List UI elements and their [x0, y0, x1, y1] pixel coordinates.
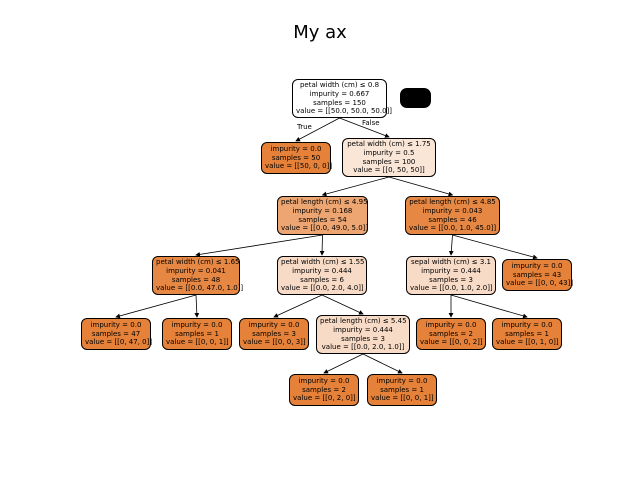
node-text-line: value = [[0.0, 2.0, 1.0]] — [321, 343, 405, 352]
tree-edge-n12-n15 — [323, 353, 364, 374]
node-text-line: value = [[0.0, 47.0, 1.0]] — [156, 284, 244, 293]
node-text-line: samples = 100 — [362, 157, 416, 166]
node-text-line: petal width (cm) ≤ 1.65 — [156, 258, 240, 267]
edge-label-false: False — [362, 119, 380, 127]
edge-label-true: True — [297, 123, 312, 131]
node-text-line: value = [[0.0, 2.0, 4.0]] — [281, 284, 364, 293]
tree-edge-n2-n4 — [388, 176, 454, 197]
node-text-line: petal width (cm) ≤ 0.8 — [299, 81, 380, 90]
node-text-line: value = [[0, 0, 2]] — [420, 338, 483, 347]
black-shape — [400, 88, 431, 108]
node-text-line: samples = 3 — [252, 329, 296, 338]
node-text-line: impurity = 0.041 — [166, 266, 226, 275]
node-text-line: value = [[50.0, 50.0, 50.0]] — [296, 107, 393, 116]
node-text-line: value = [[0.0, 1.0, 2.0]] — [410, 284, 493, 293]
node-text-line: samples = 1 — [380, 385, 424, 394]
node-text-line: impurity = 0.5 — [363, 148, 415, 157]
tree-edge-n12-n16 — [362, 353, 403, 374]
node-text-line: impurity = 0.0 — [90, 321, 142, 330]
node-text-line: impurity = 0.0 — [270, 145, 322, 154]
node-text-line: petal length (cm) ≤ 4.95 — [281, 198, 368, 207]
node-text-line: petal width (cm) ≤ 1.55 — [281, 258, 365, 267]
node-text-line: samples = 6 — [300, 275, 344, 284]
node-text-line: impurity = 0.0 — [425, 321, 477, 330]
node-text-line: impurity = 0.444 — [333, 325, 393, 334]
node-text-line: samples = 2 — [302, 385, 346, 394]
node-text-line: impurity = 0.0 — [511, 262, 563, 271]
node-text-line: impurity = 0.0 — [376, 377, 428, 386]
node-text-line: value = [[0, 0, 1]] — [166, 338, 229, 347]
tree-edge-n4-n8 — [452, 234, 538, 260]
node-text-line: impurity = 0.0 — [501, 321, 553, 330]
node-text-line: impurity = 0.168 — [292, 206, 353, 215]
node-text-line: impurity = 0.667 — [309, 89, 370, 98]
node-text-line: value = [[0, 50, 50]] — [353, 166, 425, 175]
node-text-line: samples = 43 — [512, 270, 562, 279]
node-text-line: samples = 1 — [505, 329, 549, 338]
node-text-line: impurity = 0.0 — [298, 377, 350, 386]
tree-edge-n6-n12 — [321, 294, 364, 315]
node-text-line: impurity = 0.444 — [292, 266, 352, 275]
tree-edge-n4-n7 — [448, 234, 454, 256]
node-text-line: samples = 3 — [429, 275, 473, 284]
node-text-line: impurity = 0.0 — [248, 321, 300, 330]
node-text-line: value = [[0, 47, 0]] — [85, 338, 153, 347]
node-text-line: petal width (cm) ≤ 1.75 — [347, 140, 431, 149]
node-text-line: impurity = 0.444 — [421, 266, 481, 275]
node-text-line: samples = 46 — [428, 215, 477, 224]
node-text-line: petal length (cm) ≤ 4.85 — [409, 198, 496, 207]
node-text-line: value = [[0.0, 1.0, 45.0]] — [409, 224, 497, 233]
tree-edge-n5-n9 — [115, 294, 197, 319]
node-text-line: value = [[0, 1, 0]] — [496, 338, 559, 347]
tree-edge-n3-n5 — [195, 234, 323, 257]
node-text-line: value = [[0, 0, 1]] — [371, 394, 434, 403]
node-text-line: petal length (cm) ≤ 5.45 — [320, 317, 407, 326]
node-text-line: value = [[0, 2, 0]] — [293, 394, 356, 403]
node-text-line: sepal width (cm) ≤ 3.1 — [411, 258, 491, 267]
node-text-line: value = [[0.0, 49.0, 5.0]] — [281, 224, 369, 233]
tree-edge-n2-n3 — [321, 176, 390, 197]
node-text-line: samples = 150 — [313, 98, 366, 107]
node-text-line: impurity = 0.043 — [422, 206, 483, 215]
node-text-line: samples = 3 — [341, 334, 385, 343]
tree-edge-n0-n1 — [295, 117, 340, 142]
figure-title: My ax — [293, 22, 347, 43]
node-text-line: value = [[50, 0, 0]] — [265, 162, 333, 171]
tree-edge-n7-n14 — [450, 294, 528, 319]
node-text-line: value = [[0, 0, 3]] — [243, 338, 306, 347]
node-text-line: impurity = 0.0 — [171, 321, 223, 330]
node-text-line: samples = 1 — [175, 329, 219, 338]
node-text-line: samples = 54 — [298, 215, 347, 224]
node-text-line: samples = 50 — [271, 153, 321, 162]
node-text-line: samples = 47 — [91, 329, 141, 338]
tree-edge-n6-n11 — [273, 294, 323, 318]
node-text-line: samples = 2 — [429, 329, 473, 338]
tree-edge-n3-n6 — [319, 234, 325, 256]
tree-edge-n5-n10 — [194, 294, 200, 318]
node-text-line: samples = 48 — [171, 275, 221, 284]
node-text-line: value = [[0, 0, 43]] — [506, 279, 574, 288]
tree-edge-n0-n2 — [339, 117, 390, 138]
